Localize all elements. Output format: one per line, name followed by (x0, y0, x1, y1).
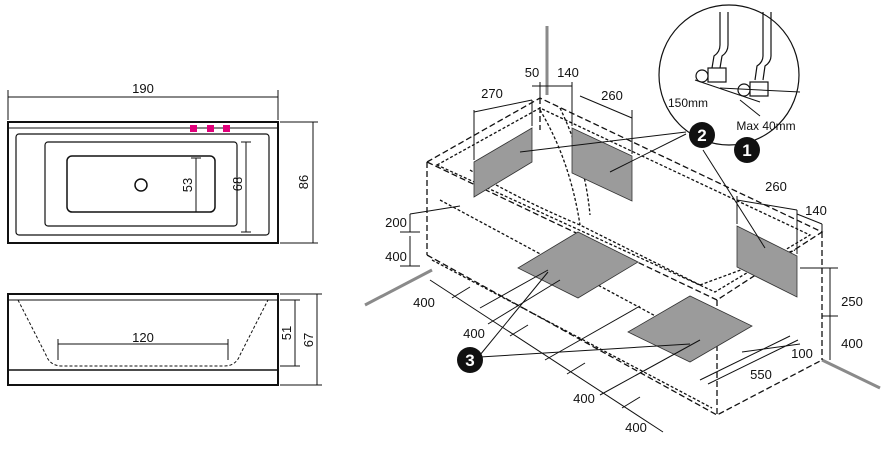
plan-inner-basin (15, 133, 270, 236)
drain-icon (134, 178, 148, 192)
dim-260-right: 260 (765, 179, 787, 194)
valve-detail: 150mm Max 40mm (658, 4, 801, 146)
control-button-marker (207, 125, 214, 132)
callout-1-badge: 1 (734, 137, 760, 163)
dim-400-front-a: 400 (413, 295, 435, 310)
valve-knob-icon (737, 83, 751, 97)
dim-140-top: 140 (557, 65, 579, 80)
dim-400-left: 400 (385, 249, 407, 264)
iso-view: 270 50 140 260 200 400 400 400 400 400 2… (364, 4, 881, 435)
side-outer-height-label: 67 (301, 333, 316, 347)
svg-text:1: 1 (742, 141, 751, 160)
svg-text:3: 3 (465, 351, 474, 370)
plan-inner-width-label: 68 (230, 177, 245, 191)
dim-270: 270 (481, 86, 503, 101)
dim-250: 250 (841, 294, 863, 309)
floor-axis-left (364, 268, 433, 307)
callout-2-badge: 2 (689, 122, 715, 148)
dim-400-right: 400 (841, 336, 863, 351)
wall-service-panel-center (571, 127, 633, 202)
plan-outer-rim (7, 121, 279, 244)
valve-spacing-label: 150mm (668, 96, 708, 110)
side-inner-height-label: 51 (279, 326, 294, 340)
callout-3-badge: 3 (457, 347, 483, 373)
dim-50: 50 (525, 65, 539, 80)
control-button-marker (223, 125, 230, 132)
floor-area-right (627, 295, 753, 363)
side-outline (7, 293, 279, 386)
floor-axis-right (821, 358, 881, 390)
dim-200: 200 (385, 215, 407, 230)
side-view: 120 51 67 (7, 293, 322, 386)
plan-length-label: 190 (132, 81, 154, 96)
dim-140-right: 140 (805, 203, 827, 218)
dim-550: 550 (750, 367, 772, 382)
plan-outer-width-label: 86 (296, 175, 311, 189)
dim-400-front-d: 400 (625, 420, 647, 435)
plan-basin-width-label: 53 (180, 178, 195, 192)
plan-view: 190 53 68 86 (7, 81, 318, 244)
wall-service-panel-right (736, 225, 798, 298)
dim-400-front-c: 400 (573, 391, 595, 406)
control-button-marker (190, 125, 197, 132)
side-inner-profile (17, 299, 269, 367)
side-bottom-length-label: 120 (132, 330, 154, 345)
wall-service-panel-left (473, 127, 533, 198)
floor-area-left (517, 231, 639, 299)
plan-bottom-basin (66, 155, 216, 213)
valve-knob-icon (695, 69, 709, 83)
dim-260-top: 260 (601, 88, 623, 103)
dim-100: 100 (791, 346, 813, 361)
valve-max-label: Max 40mm (736, 119, 795, 133)
tub-inner-basin (469, 169, 701, 286)
svg-text:2: 2 (697, 126, 706, 145)
dim-400-front-b: 400 (463, 326, 485, 341)
